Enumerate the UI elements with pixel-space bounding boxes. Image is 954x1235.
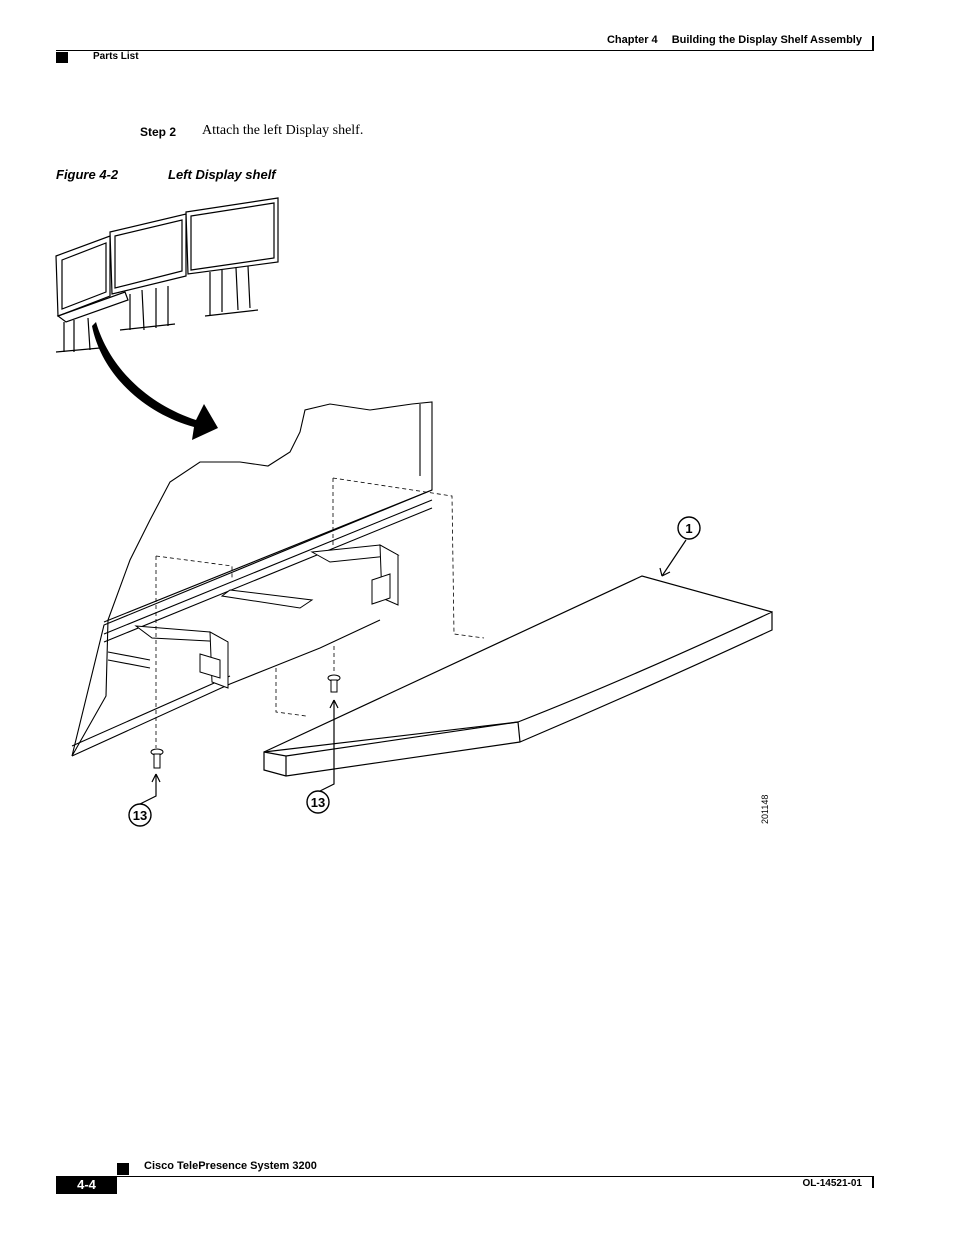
figure-number: Figure 4-2 [56,167,119,182]
figure-title: Left Display shelf [168,167,276,182]
step-label: Step 2 [140,125,177,139]
overview-displays [55,197,279,353]
callout-leaders [139,539,687,805]
doc-number: OL-14521-01 [802,1178,862,1189]
curved-arrow [92,322,218,440]
figure-illustration: 1 13 13 201148 [55,197,773,827]
header-chapter: Chapter 4 Building the Display Shelf Asse… [607,34,862,46]
callout-1: 1 [685,521,692,536]
shelf [263,575,773,777]
art-id: 201148 [760,795,770,824]
page-number: 4-4 [56,1176,117,1194]
callout-circles [128,516,701,827]
brackets [134,544,400,689]
chapter-title: Building the Display Shelf Assembly [671,34,862,46]
alignment-lines [155,477,485,748]
header-section: Parts List [93,51,139,62]
header-marker [56,52,68,63]
callout-13-right: 13 [311,795,325,810]
screws [150,674,341,769]
callout-13-left: 13 [133,808,147,823]
footer-book-title: Cisco TelePresence System 3200 [144,1160,317,1172]
header-rule [56,50,874,51]
footer-bar [872,1176,874,1188]
display-section [71,401,433,757]
footer-marker [117,1163,129,1175]
chapter-number: Chapter 4 [606,34,658,46]
step-text: Attach the left Display shelf. [202,123,364,138]
footer-rule [56,1176,874,1177]
header-bar [872,36,874,51]
